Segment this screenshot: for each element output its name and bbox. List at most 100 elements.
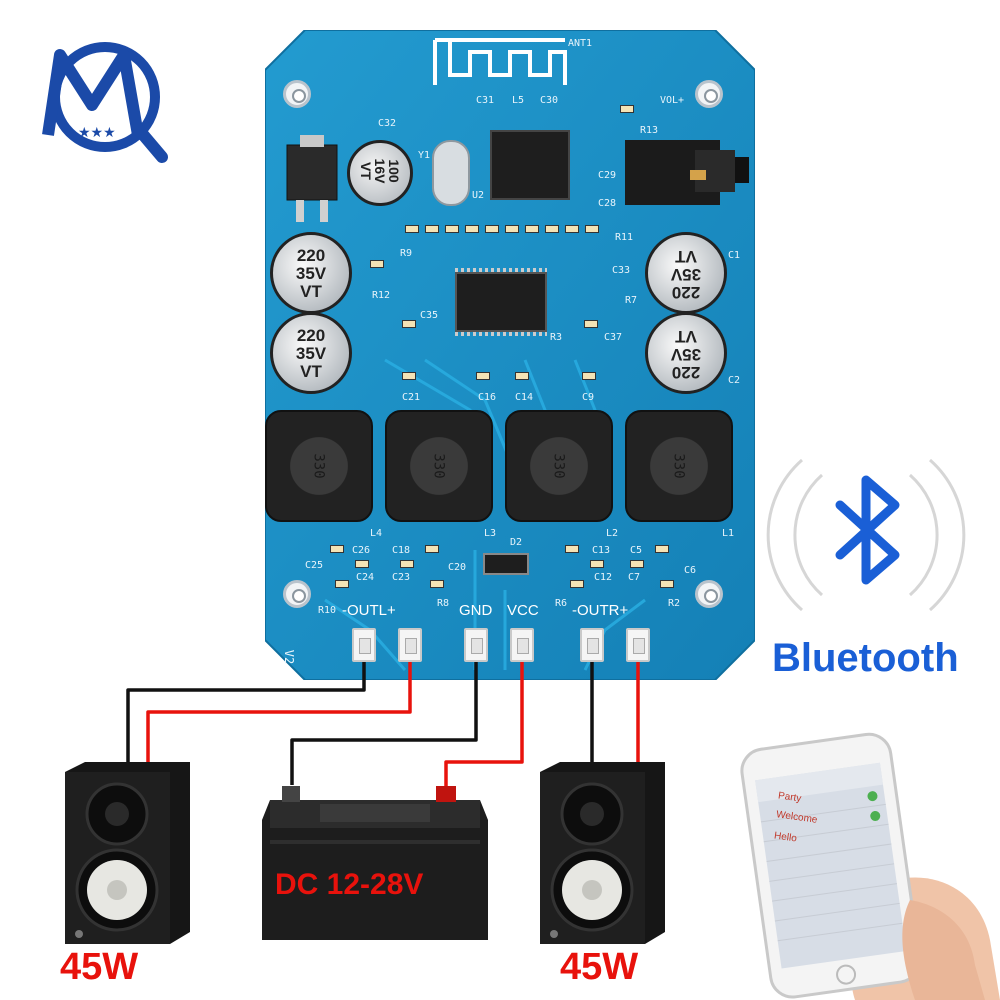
crystal-oscillator — [432, 140, 470, 206]
smd-part — [582, 372, 596, 380]
silk-vol: VOL+ — [660, 95, 685, 106]
silk-label: C21 — [402, 392, 421, 403]
smd-part — [655, 545, 669, 553]
silk-label: C12 — [594, 572, 613, 583]
silk-label: R13 — [640, 125, 659, 136]
smd-part — [425, 545, 439, 553]
smd-part — [525, 225, 539, 233]
silk-ant1: ANT1 — [568, 38, 593, 49]
bluetooth-icon — [835, 475, 900, 585]
voltage-regulator — [286, 135, 338, 222]
silk-label: C6 — [684, 565, 697, 576]
bluetooth-signal — [766, 458, 966, 612]
silk-label: R12 — [372, 290, 391, 301]
silk-label: C24 — [356, 572, 375, 583]
silk-label: Y1 — [418, 150, 431, 161]
terminal-outl-minus — [352, 628, 376, 662]
silk-label: C28 — [598, 198, 617, 209]
speaker-right-power: 45W — [560, 946, 639, 988]
smd-part — [445, 225, 459, 233]
battery-label: DC 12-28V — [275, 868, 424, 901]
capacitor-right-top — [645, 232, 727, 314]
silk-label: C1 — [728, 250, 741, 261]
gnd-label: GND — [459, 602, 493, 619]
smd-part — [584, 320, 598, 328]
silk-label: C14 — [515, 392, 534, 403]
vcc-label: VCC — [507, 602, 539, 619]
silk-label: L5 — [512, 95, 525, 106]
diode-d2 — [483, 553, 529, 575]
silk-label: C2 — [728, 375, 741, 386]
mq-logo: ★★★ — [42, 42, 168, 163]
silk-label: C30 — [540, 95, 559, 106]
silk-label: C16 — [478, 392, 497, 403]
inductor-l1 — [625, 410, 733, 522]
silk-label: R11 — [615, 232, 634, 243]
silk-label: C13 — [592, 545, 611, 556]
silk-label: C29 — [598, 170, 617, 181]
mounting-hole-bottom-right — [695, 580, 723, 608]
smd-part — [590, 560, 604, 568]
amplifier-chip — [455, 272, 547, 332]
silk-label: C7 — [628, 572, 641, 583]
smd-part — [630, 560, 644, 568]
smd-part — [620, 105, 634, 113]
silk-label: U2 — [472, 190, 485, 201]
smd-part — [565, 545, 579, 553]
smd-part — [485, 225, 499, 233]
capacitor-left-top-text: 220 35V VT — [295, 246, 327, 301]
silk-label: C9 — [582, 392, 595, 403]
speaker-right — [540, 762, 665, 944]
inductor-l3 — [385, 410, 493, 522]
smd-part — [430, 580, 444, 588]
smd-part — [425, 225, 439, 233]
smd-part — [505, 225, 519, 233]
capacitor-left-top — [270, 232, 352, 314]
silk-label: C35 — [420, 310, 439, 321]
smd-part — [570, 580, 584, 588]
silk-label: L1 — [722, 528, 735, 539]
smd-part — [330, 545, 344, 553]
smd-part — [660, 580, 674, 588]
silk-label: C23 — [392, 572, 411, 583]
smd-part — [335, 580, 349, 588]
terminal-outr-minus — [580, 628, 604, 662]
silk-label: L2 — [606, 528, 619, 539]
inductor-l2 — [505, 410, 613, 522]
mounting-hole-top-right — [695, 80, 723, 108]
silk-c32: C32 — [378, 118, 397, 129]
smd-part — [585, 225, 599, 233]
bluetooth-chip — [490, 130, 570, 200]
silk-label: D2 — [510, 537, 523, 548]
terminal-outl-plus — [398, 628, 422, 662]
smd-part — [370, 260, 384, 268]
silk-label: C33 — [612, 265, 631, 276]
silk-label: R10 — [318, 605, 337, 616]
silk-label: C25 — [305, 560, 324, 571]
silk-label: R3 — [550, 332, 563, 343]
out-right-label: -OUTR+ — [572, 602, 629, 619]
silk-label: C5 — [630, 545, 643, 556]
silk-label: R8 — [437, 598, 450, 609]
audio-jack — [625, 140, 749, 205]
mounting-hole-top-left — [283, 80, 311, 108]
silk-label: C18 — [392, 545, 411, 556]
smd-part — [465, 225, 479, 233]
terminal-vcc — [510, 628, 534, 662]
speaker-left — [65, 762, 190, 944]
out-left-label: -OUTL+ — [342, 602, 396, 619]
smd-part — [565, 225, 579, 233]
silk-label: C20 — [448, 562, 467, 573]
terminal-outr-plus — [626, 628, 650, 662]
speaker-left-power: 45W — [60, 946, 139, 988]
phone-in-hand — [740, 732, 1000, 1000]
smd-part — [476, 372, 490, 380]
silk-label: L3 — [484, 528, 497, 539]
smd-part — [355, 560, 369, 568]
silk-label: C31 — [476, 95, 495, 106]
capacitor-left-bottom-text: 220 35V VT — [295, 326, 327, 381]
smd-part — [400, 560, 414, 568]
terminal-gnd — [464, 628, 488, 662]
silk-label: R9 — [400, 248, 413, 259]
